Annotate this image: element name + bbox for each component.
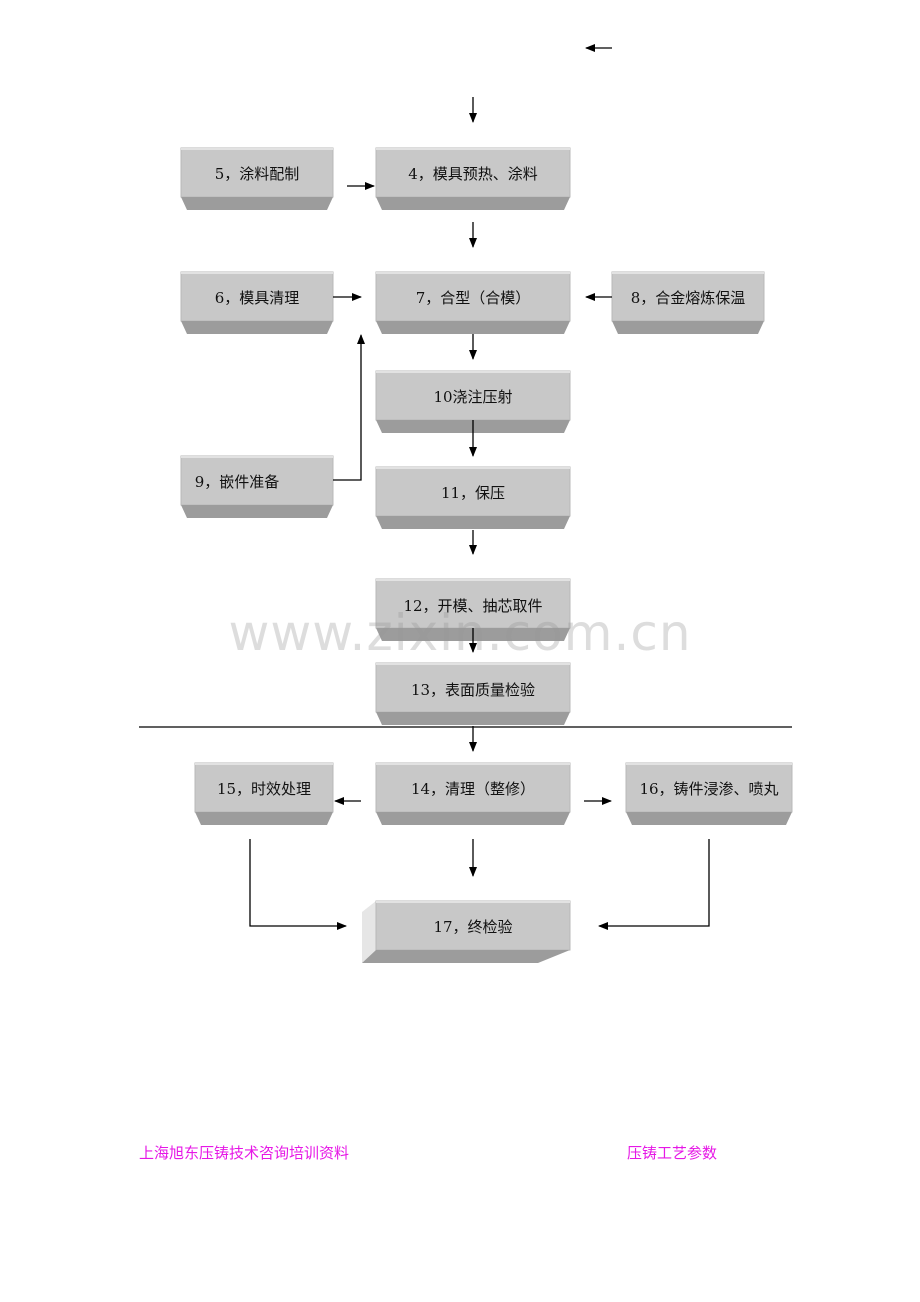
step-box-17: 17，终检验 — [362, 900, 571, 963]
step-box-6: 6，模具清理 — [180, 271, 334, 334]
step-label-4: 4，模具预热、涂料 — [408, 165, 538, 183]
step-label-14: 14，清理（整修） — [411, 780, 535, 798]
step-box-7: 7，合型（合模） — [375, 271, 571, 334]
arrow-16-to-17 — [598, 839, 710, 930]
arrow-15-to-17 — [249, 839, 347, 930]
step-box-5: 5，涂料配制 — [180, 147, 334, 210]
step-label-16: 16，铸件浸渗、喷丸 — [639, 780, 778, 798]
step-box-13: 13，表面质量检验 — [375, 662, 571, 725]
arrow-9-to-7 — [333, 334, 365, 481]
step-label-15: 15，时效处理 — [217, 780, 311, 798]
step-label-6: 6，模具清理 — [215, 289, 300, 307]
step-label-5: 5，涂料配制 — [215, 165, 300, 183]
step-box-14: 14，清理（整修） — [375, 762, 571, 825]
step-box-4: 4，模具预热、涂料 — [375, 147, 571, 210]
step-label-10: 10浇注压射 — [433, 388, 512, 406]
step-label-12: 12，开模、抽芯取件 — [403, 597, 542, 615]
step-box-9: 9，嵌件准备 — [180, 455, 334, 518]
step-label-17: 17，终检验 — [433, 918, 512, 936]
step-label-13: 13，表面质量检验 — [411, 681, 535, 699]
step-label-8: 8，合金熔炼保温 — [631, 289, 746, 307]
step-box-11: 11，保压 — [375, 466, 571, 529]
step-label-9: 9，嵌件准备 — [195, 473, 280, 491]
footer-left-text: 上海旭东压铸技术咨询培训资料 — [139, 1144, 350, 1162]
flow-arrows — [249, 44, 710, 930]
step-box-15: 15，时效处理 — [194, 762, 334, 825]
step-label-11: 11，保压 — [441, 484, 505, 502]
step-box-8: 8，合金熔炼保温 — [611, 271, 765, 334]
step-box-16: 16，铸件浸渗、喷丸 — [625, 762, 793, 825]
step-box-12: 12，开模、抽芯取件 — [375, 578, 571, 641]
step-label-7: 7，合型（合模） — [416, 289, 531, 307]
footer-right-text: 压铸工艺参数 — [627, 1144, 718, 1162]
